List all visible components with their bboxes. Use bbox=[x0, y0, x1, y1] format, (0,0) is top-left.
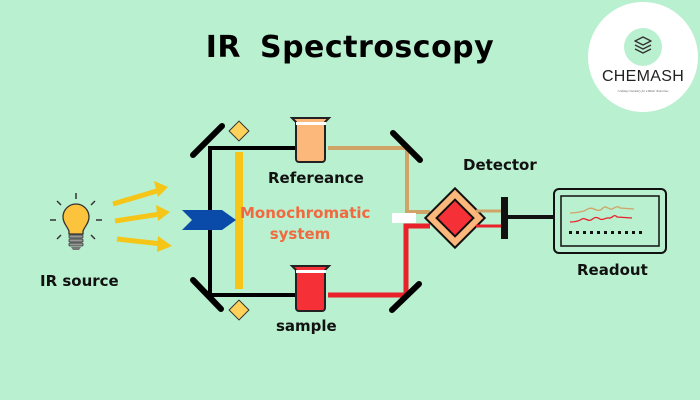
sample-label: sample bbox=[276, 317, 337, 335]
mirror-bottom-right bbox=[389, 281, 422, 313]
mirror-top-left bbox=[190, 123, 225, 158]
ir-source-label: IR source bbox=[40, 272, 119, 290]
mirror-top-right bbox=[390, 130, 423, 163]
mirror-bottom-left bbox=[190, 277, 224, 312]
monochromatic-line1: Monochromatic bbox=[240, 204, 371, 222]
sample-beaker-icon bbox=[289, 265, 332, 312]
arrow-icon bbox=[112, 181, 168, 207]
sample-beam bbox=[328, 223, 430, 298]
logo-tagline: Crafting Chemistry for a Better Tomorrow bbox=[617, 89, 669, 93]
monitor-icon bbox=[553, 188, 667, 254]
monochromator-bar bbox=[235, 152, 243, 289]
sample-signal bbox=[569, 214, 633, 223]
readout-dots bbox=[569, 231, 642, 234]
logo-name: CHEMASH bbox=[601, 68, 685, 85]
chemash-logo: CHEMASH Crafting Chemistry for a Better … bbox=[588, 2, 698, 112]
arrow-icon bbox=[116, 236, 172, 252]
diagram-title: IR Spectroscopy bbox=[205, 30, 495, 65]
chopper bbox=[392, 213, 416, 223]
arrow-icon bbox=[114, 205, 170, 224]
ir-rays bbox=[112, 181, 172, 252]
chevron-arrow-icon bbox=[182, 210, 236, 230]
monochromatic-line2: system bbox=[269, 225, 331, 243]
diamond-top bbox=[228, 120, 250, 142]
layers-icon bbox=[634, 36, 652, 54]
diamond-bottom bbox=[228, 299, 250, 321]
diamond-detector-icon bbox=[423, 186, 487, 250]
reference-beaker-icon bbox=[289, 117, 332, 163]
lightbulb-icon bbox=[50, 193, 102, 250]
reference-label: Refereance bbox=[268, 169, 364, 187]
reference-signal bbox=[569, 206, 635, 214]
readout-label: Readout bbox=[577, 261, 648, 279]
monochromatic-system-label: Monochromatic system bbox=[240, 203, 371, 245]
detector-bar bbox=[501, 197, 508, 239]
detector-label: Detector bbox=[463, 156, 537, 174]
reference-beam bbox=[328, 146, 430, 214]
logo-badge bbox=[624, 28, 662, 66]
